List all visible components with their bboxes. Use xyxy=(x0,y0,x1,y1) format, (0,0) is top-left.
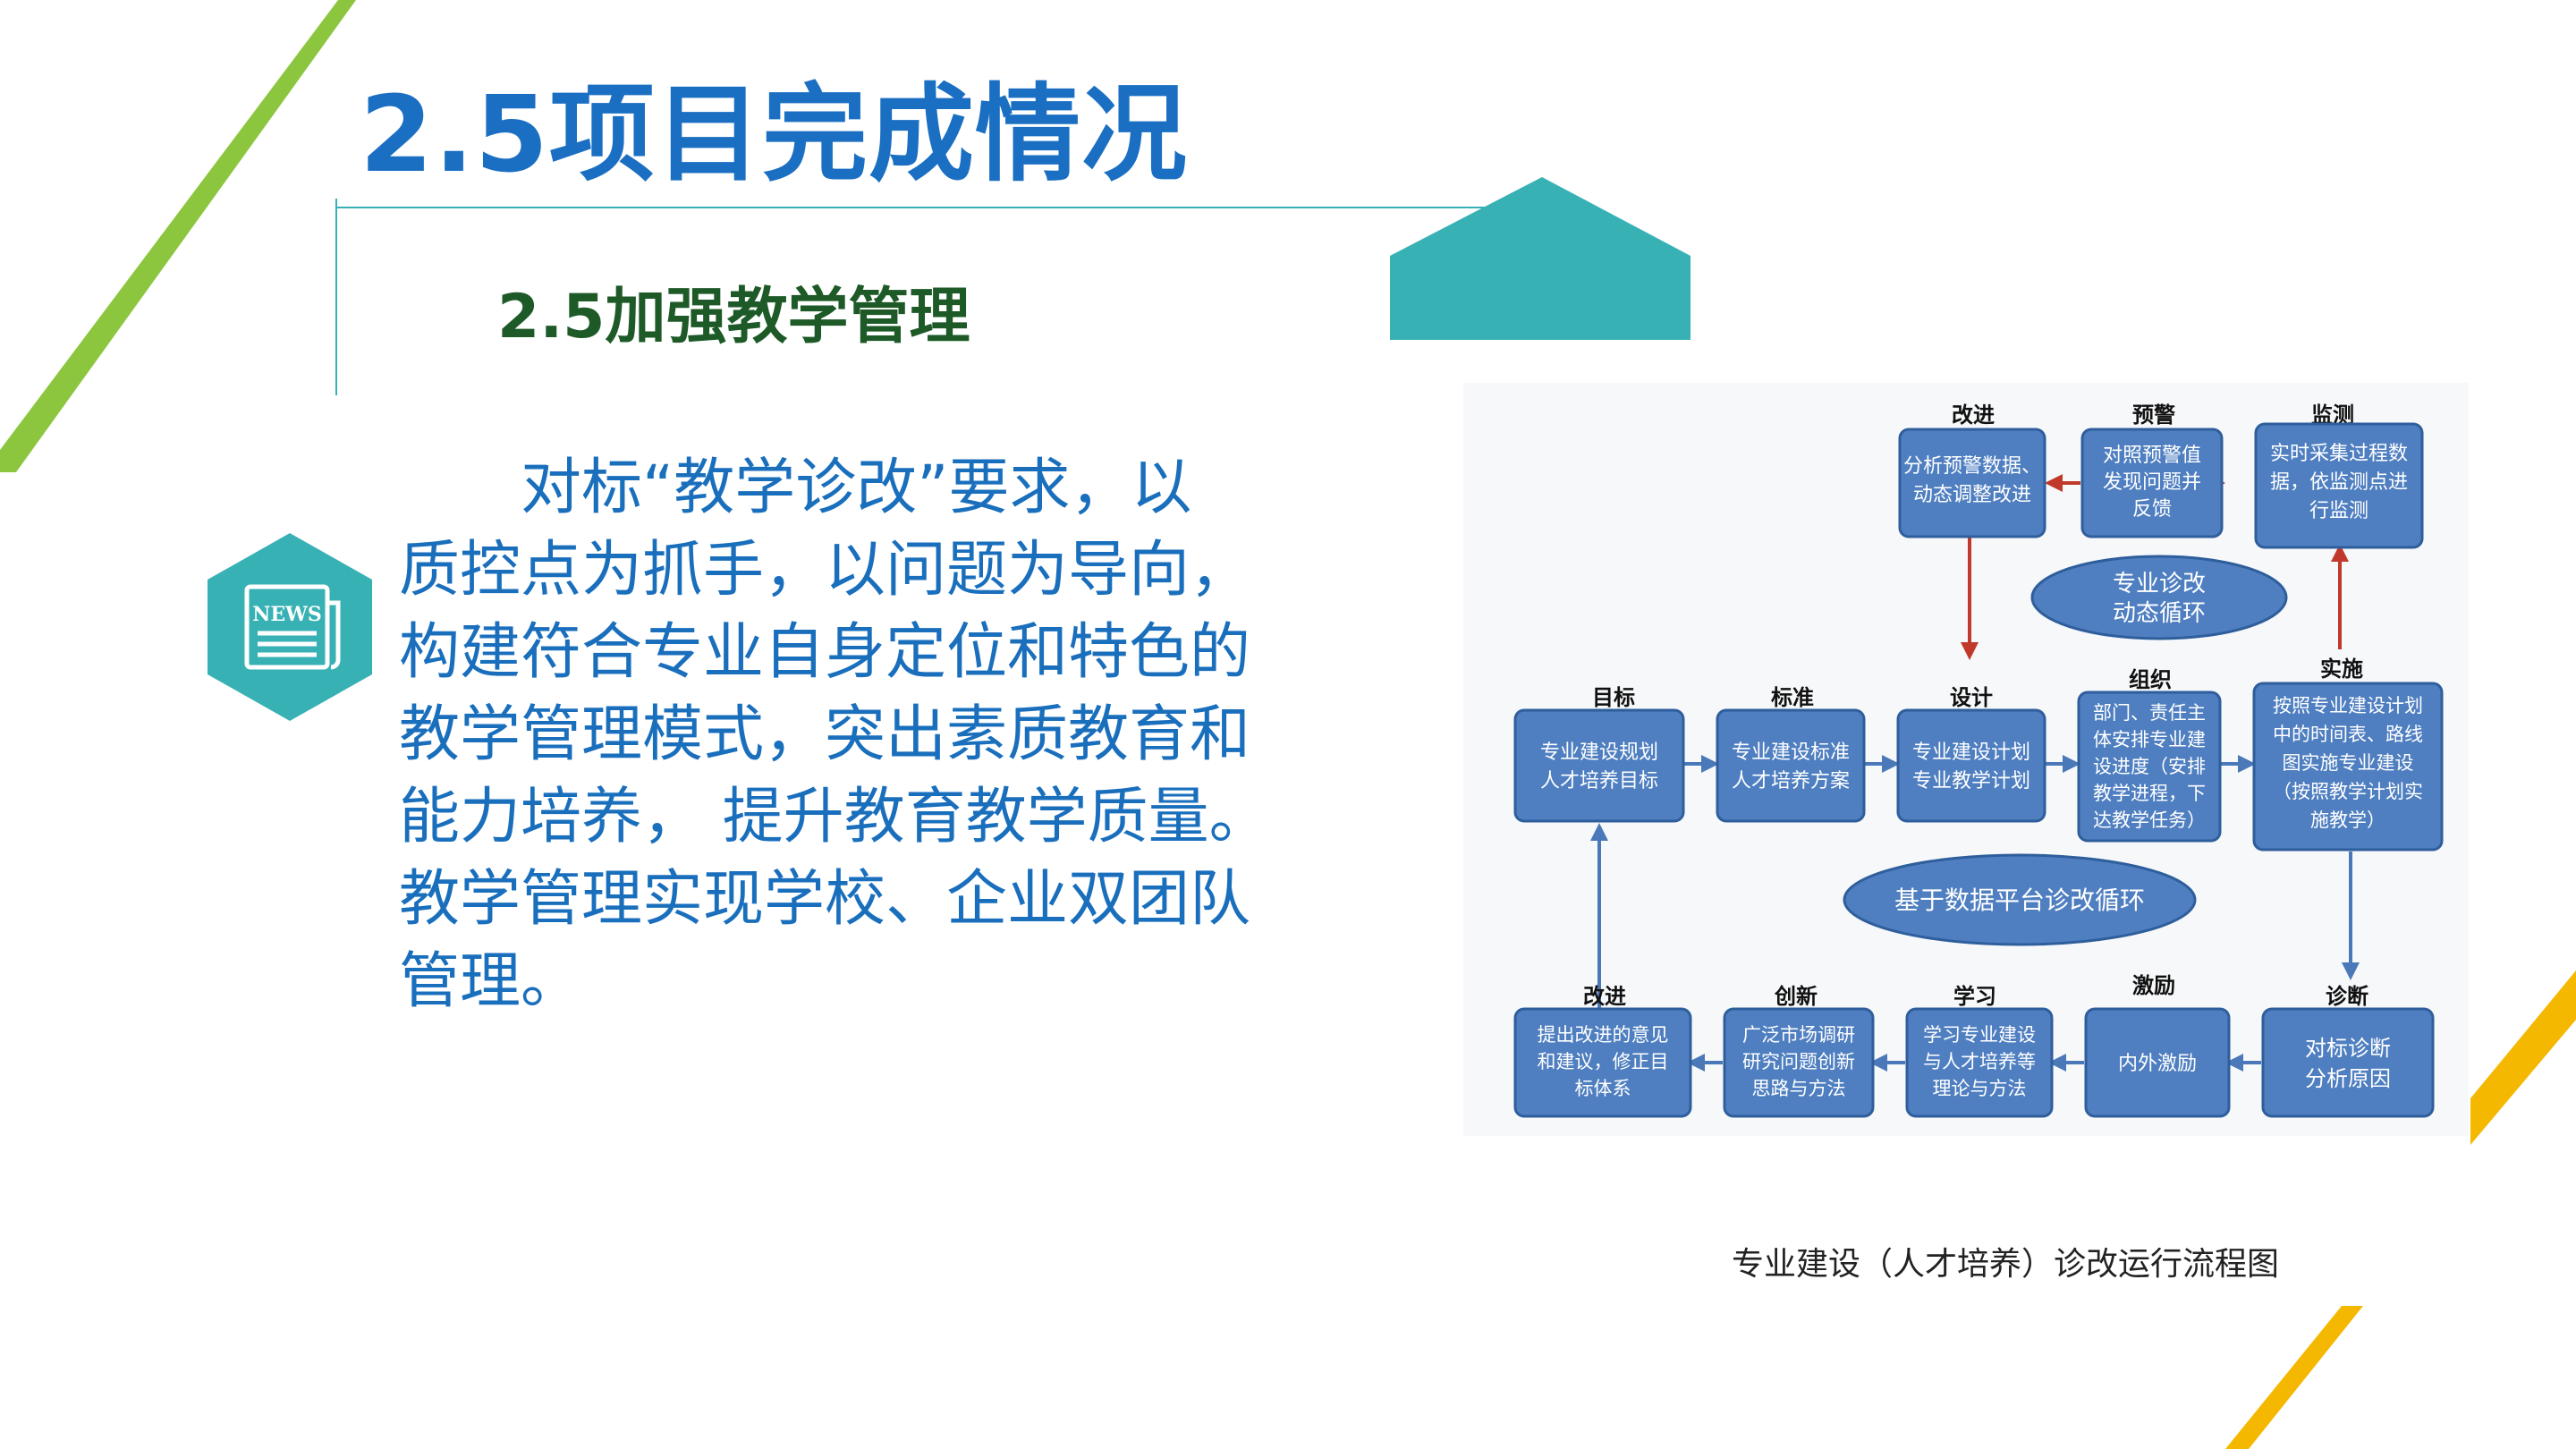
box-text: 对照预警值 xyxy=(2103,445,2201,467)
box-text: 达教学任务） xyxy=(2093,809,2206,831)
label-bottom-xuexi: 学习 xyxy=(1953,984,1996,1009)
body-line: 对标“教学诊改”要求，以 xyxy=(399,453,1192,523)
label-mid-zuzhi: 组织 xyxy=(2129,667,2172,692)
box-text: 设进度（安排 xyxy=(2093,756,2206,777)
box-text: （按照教学计划实 xyxy=(2273,781,2423,802)
newspaper-icon xyxy=(244,584,341,670)
box-mid-biaozhun xyxy=(1716,708,1866,823)
inner-cycle-ellipse xyxy=(2030,555,2288,640)
box-text: 内外激励 xyxy=(2118,1053,2197,1075)
box-mid-mubiao xyxy=(1513,708,1685,823)
box-text: 专业建设标准 xyxy=(1732,741,1850,764)
box-text: 与人才培养等 xyxy=(1923,1051,2036,1072)
yellow-diagonal-stripe-upper xyxy=(2470,970,2576,1145)
label-mid-biaozhun: 标准 xyxy=(1771,685,1814,710)
box-top-jiance xyxy=(2254,422,2424,549)
box-text: 发现问题并 xyxy=(2103,471,2201,494)
body-paragraph: 对标“教学诊改”要求，以 质控点为抓手，以问题为导向， 构建符合专业自身定位和特… xyxy=(399,447,1320,1023)
label-bottom-zhenduan: 诊断 xyxy=(2326,984,2368,1009)
box-text: 图实施专业建设 xyxy=(2283,752,2414,774)
box-text: 对标诊断 xyxy=(2305,1036,2391,1061)
green-diagonal-stripe xyxy=(0,0,356,472)
label-bottom-jili: 激励 xyxy=(2132,973,2175,998)
label-bottom-chuangxin: 创新 xyxy=(1774,984,1818,1009)
body-line: 质控点为抓手，以问题为导向， xyxy=(399,535,1251,606)
label-mid-shishi: 实施 xyxy=(2320,657,2363,682)
body-line: 教学管理实现学校、企业双团队 xyxy=(399,864,1251,935)
box-text: 教学进程，下 xyxy=(2093,783,2206,804)
body-line: 教学管理模式，突出素质教育和 xyxy=(399,699,1251,770)
box-bottom-jili xyxy=(2084,1007,2231,1118)
label-top-gaijin: 改进 xyxy=(1952,402,1995,428)
box-text: 据，依监测点进 xyxy=(2270,471,2408,494)
yellow-diagonal-stripe-lower xyxy=(2225,1306,2363,1449)
body-line: 构建符合专业自身定位和特色的 xyxy=(399,617,1251,688)
box-text: 理论与方法 xyxy=(1933,1078,2027,1099)
body-line: 管理。 xyxy=(399,946,582,1017)
box-text: 标体系 xyxy=(1575,1078,1631,1099)
label-mid-mubiao: 目标 xyxy=(1592,685,1635,710)
box-text: 提出改进的意见 xyxy=(1538,1024,1669,1046)
page-title: 2.5项目完成情况 xyxy=(360,72,1189,196)
section-subtitle: 2.5加强教学管理 xyxy=(497,282,970,352)
box-text: 研究问题创新 xyxy=(1742,1051,1855,1072)
flowchart-diagram: 专业诊改 动态循环 基于数据平台诊改循环 改进 分析预警数据、 动态调整改进 预… xyxy=(1463,383,2469,1136)
box-text: 人才培养方案 xyxy=(1732,770,1850,792)
box-top-yujing xyxy=(2080,428,2224,538)
box-text: 行监测 xyxy=(2309,500,2368,522)
box-text: 反馈 xyxy=(2132,498,2172,521)
box-top-gaijin xyxy=(1898,428,2046,538)
box-text: 施教学） xyxy=(2310,809,2385,831)
inner-cycle-line-2: 动态循环 xyxy=(2113,600,2206,627)
diagram-caption: 专业建设（人才培养）诊改运行流程图 xyxy=(1732,1246,2280,1283)
box-text: 思路与方法 xyxy=(1752,1078,1846,1099)
box-mid-zuzhi xyxy=(2077,691,2222,843)
box-text: 人才培养目标 xyxy=(1540,770,1658,792)
box-text: 学习专业建设 xyxy=(1923,1024,2036,1046)
box-bottom-xuexi xyxy=(1905,1007,2054,1118)
box-text: 专业教学计划 xyxy=(1912,770,2030,792)
box-text: 和建议，修正目 xyxy=(1538,1051,1669,1072)
box-text: 实时采集过程数 xyxy=(2270,443,2408,465)
platform-cycle-label: 基于数据平台诊改循环 xyxy=(1894,886,2145,915)
box-text: 广泛市场调研 xyxy=(1742,1024,1855,1046)
box-text: 分析原因 xyxy=(2305,1066,2391,1091)
box-text: 中的时间表、路线 xyxy=(2273,724,2423,745)
news-badge: NEWS xyxy=(208,533,372,721)
box-mid-shishi xyxy=(2252,682,2444,852)
label-bottom-gaijin: 改进 xyxy=(1583,984,1626,1009)
box-mid-sheji xyxy=(1896,708,2046,823)
box-text: 部门、责任主 xyxy=(2093,702,2206,724)
box-text: 分析预警数据、 xyxy=(1903,455,2041,478)
box-text: 动态调整改进 xyxy=(1913,484,2031,506)
hexagon-shape xyxy=(208,533,372,721)
box-bottom-gaijin xyxy=(1513,1007,1692,1118)
inner-cycle-line-1: 专业诊改 xyxy=(2113,571,2206,597)
box-text: 专业建设规划 xyxy=(1540,741,1658,764)
body-line: 能力培养， 提升教育教学质量。 xyxy=(399,782,1270,852)
label-top-yujing: 预警 xyxy=(2132,402,2175,428)
news-icon-label: NEWS xyxy=(252,603,321,626)
box-text: 体安排专业建 xyxy=(2093,729,2206,750)
label-mid-sheji: 设计 xyxy=(1950,685,1993,710)
teal-pentagon-shape xyxy=(1390,177,1690,340)
platform-cycle-ellipse xyxy=(1843,853,2197,946)
box-bottom-zhenduan xyxy=(2261,1007,2435,1118)
box-text: 专业建设计划 xyxy=(1912,741,2030,764)
box-text: 按照专业建设计划 xyxy=(2273,695,2423,716)
box-bottom-chuangxin xyxy=(1723,1007,1875,1118)
